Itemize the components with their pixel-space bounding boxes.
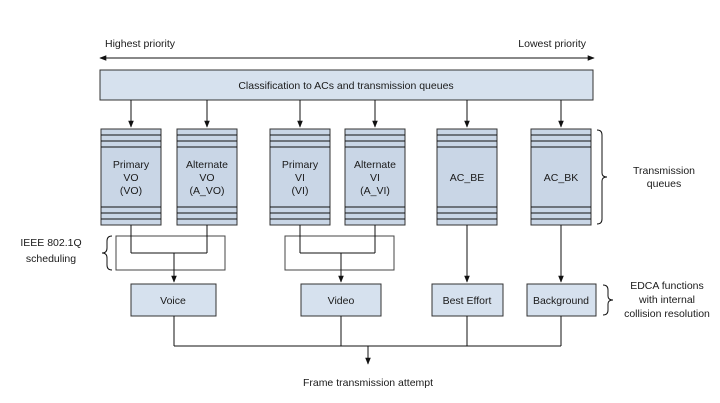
queue-label-line: Primary: [282, 159, 319, 171]
edca-best-effort-box: [431, 283, 504, 317]
edca-background-label: Background: [533, 295, 589, 307]
scheduling-label-line: scheduling: [26, 253, 76, 265]
queue-label-line: (VI): [292, 185, 309, 197]
classification-label: Classification to ACs and transmission q…: [238, 80, 453, 92]
edca-label-line: collision resolution: [624, 308, 710, 320]
scheduling-brace: [101, 235, 113, 271]
queue-label-line: AC_BE: [450, 172, 484, 184]
edca-voice-box: [130, 283, 217, 317]
edca-video-box: [300, 283, 382, 317]
queue-vo-primary: Primary VO (VO): [100, 128, 162, 226]
lowest-priority-label: Lowest priority: [518, 38, 586, 50]
classification-box: [99, 69, 594, 101]
scheduler-vo: [115, 225, 226, 283]
queue-vo-alternate: Alternate VO (A_VO): [176, 128, 238, 226]
queues-brace: [596, 129, 608, 225]
queue-vi-primary: Primary VI (VI): [269, 128, 331, 226]
queue-label-line: (A_VO): [189, 185, 224, 197]
queue-label-line: Primary: [113, 159, 150, 171]
queue-label-line: VI: [370, 172, 380, 184]
queue-vi-alternate: Alternate VI (A_VI): [344, 128, 406, 226]
queue-label-line: Alternate: [186, 159, 228, 171]
edca-video-label: Video: [328, 295, 355, 307]
edca-label-line: with internal: [638, 294, 695, 306]
queue-ac-bk: AC_BK: [530, 128, 592, 226]
edca-brace: [602, 284, 614, 316]
scheduling-label-line: IEEE 802.1Q: [20, 237, 81, 249]
queue-label-line: VO: [199, 172, 214, 184]
highest-priority-label: Highest priority: [105, 38, 176, 50]
transmission-queues-label-line: Transmission: [633, 165, 695, 177]
queue-label-line: VI: [295, 172, 305, 184]
queue-ac-be: AC_BE: [436, 128, 498, 226]
queue-label-line: Alternate: [354, 159, 396, 171]
queue-label-line: VO: [123, 172, 138, 184]
queue-label-line: (A_VI): [360, 185, 390, 197]
frame-transmission-label: Frame transmission attempt: [303, 377, 433, 389]
queue-label-line: (VO): [120, 185, 142, 197]
scheduler-vi: [284, 225, 395, 283]
edca-label-line: EDCA functions: [630, 280, 704, 292]
queue-label-line: AC_BK: [544, 172, 578, 184]
merge-lines: [173, 316, 562, 365]
edca-voice-label: Voice: [160, 295, 186, 307]
transmission-queues-label-line: queues: [647, 178, 681, 190]
edca-best-effort-label: Best Effort: [443, 295, 492, 307]
